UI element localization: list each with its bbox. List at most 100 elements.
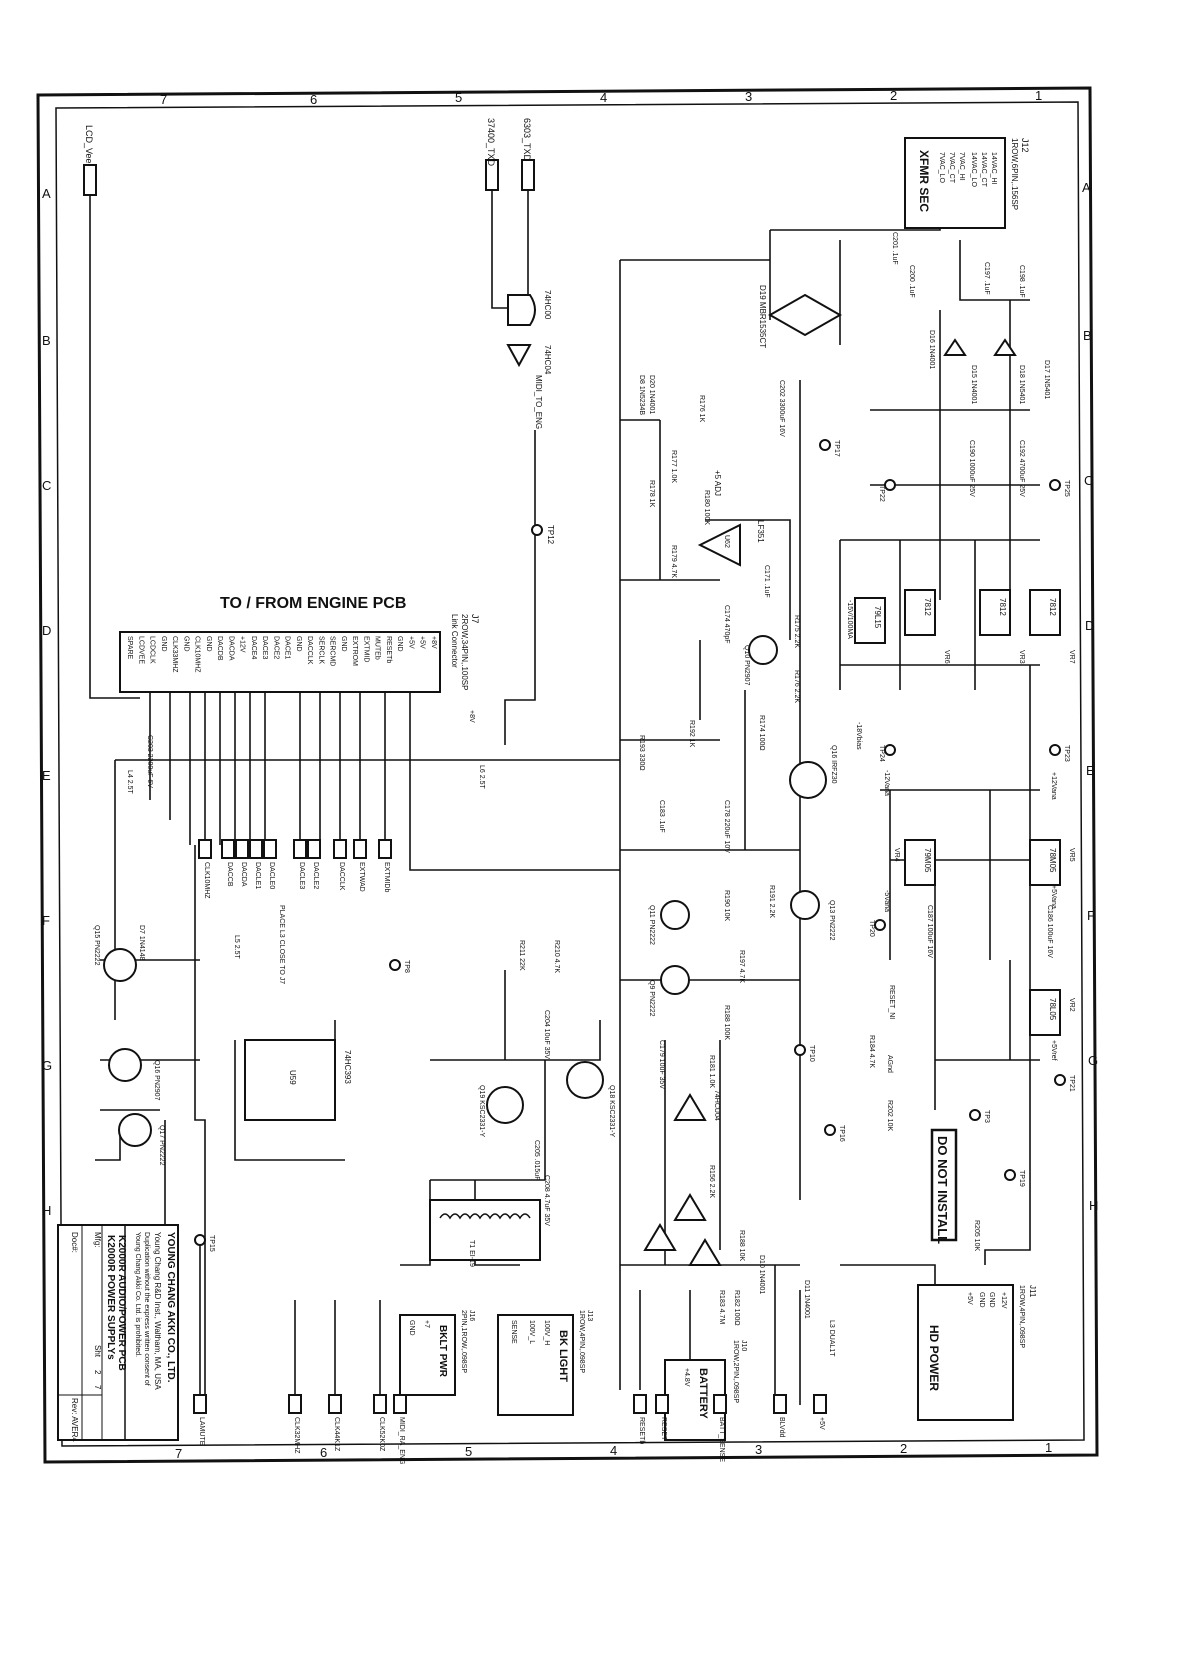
inductor-l6: L6 2.5T: [478, 765, 485, 789]
title-mfg-label: Mfg:: [93, 1232, 102, 1248]
zone-bottom-1: 1: [1045, 1440, 1052, 1455]
j7-pin-13: GND: [295, 636, 302, 652]
tp3-label: TP3: [983, 1110, 990, 1123]
testpoint-tp19: [1004, 1169, 1016, 1181]
offpage-top-group: LCD_Vee 37400_TXD 6303_TXD: [83, 118, 535, 196]
j13-ref: J13: [586, 1310, 593, 1321]
testpoint-tp23: [1049, 744, 1061, 756]
connector-j11: HD POWER +12V GND GND +5V J11 1ROW,4PIN,…: [917, 1284, 1037, 1421]
title-doc-label: Doc#:: [70, 1232, 79, 1253]
cap-c183: C183 .1uF: [658, 800, 665, 833]
mid-signal-label-2: DACCB: [226, 862, 233, 887]
zone-bottom-7: 7: [175, 1446, 182, 1461]
offpage-bottom-label-5: MIDI_RA_ENG: [398, 1417, 405, 1464]
testpoint-tp3: [969, 1109, 981, 1121]
mid-signal-label-4: DACLE1: [254, 862, 261, 889]
backlight-inverter: Q19 KSC2331-Y Q18 KSC2331-Y R211 22K R21…: [478, 940, 615, 1226]
mid-tag-10: [378, 839, 392, 859]
side-zone-letters: A B C D E F G H A B C D E F G H: [42, 180, 1098, 1218]
rail-plus5vref: +5Vref: [1050, 1040, 1057, 1061]
mid-tag-7: [307, 839, 321, 859]
q16-label: Q16 PN2907: [153, 1060, 160, 1101]
j12-body: [904, 137, 1006, 229]
j7-pin-25: GND: [160, 636, 167, 652]
j12-desc: 1ROW,6PIN,.156SP: [1010, 138, 1019, 210]
q19-label: Q19 KSC2331-Y: [478, 1085, 485, 1137]
zone-bottom-4: 4: [610, 1443, 617, 1458]
transistor-q11: [660, 900, 690, 930]
regulator-vr6: [904, 589, 936, 636]
reset-circuit: Q11 PN2222 Q9 PN2222 Q13 PN2222 R190 10K…: [648, 885, 1053, 1142]
tp22-label: TP22: [878, 485, 885, 502]
res-r176b: R176 2.2K: [793, 670, 800, 703]
mid-signal-label-8: DACCLK: [338, 862, 345, 891]
mid-signal-label-5: DACLE0: [268, 862, 275, 889]
j7-sub: Link Connector: [450, 614, 459, 668]
offpage-37400txd-tag: [485, 159, 499, 191]
diode-d8: D8 1N5234B: [638, 375, 645, 415]
t1-label: T1 EI-19: [468, 1240, 475, 1267]
j11-pin-2: GND: [988, 1292, 995, 1308]
vr2-part: 78L05: [1048, 998, 1057, 1021]
j7-pin-1: +8V: [430, 636, 437, 649]
res-r200: R205 10K: [973, 1220, 980, 1251]
q15-label: Q15 PN2222: [93, 925, 100, 966]
offpage-bottom-tag-8: [713, 1394, 727, 1414]
cap-c200: C200 .1uF: [908, 265, 915, 298]
top-zone-numbers: 7 6 5 4 3 2 1: [160, 88, 1042, 107]
offpage-bottom-tag-4: [373, 1394, 387, 1414]
inverter-u61-d: [688, 1238, 722, 1266]
j10-pin: +4.8V: [683, 1368, 690, 1387]
j11-pin-4: +5V: [966, 1292, 973, 1305]
vr3-part: 7812: [998, 598, 1007, 616]
tp21-label: TP21: [1068, 1075, 1075, 1092]
midi-to-eng-label: MIDI_TO_ENG: [534, 375, 543, 429]
j16-name: BKLT PWR: [437, 1325, 448, 1378]
j16-pin-2: GND: [408, 1320, 415, 1336]
testpoint-tp16: [824, 1124, 836, 1136]
mid-tag-1: [198, 839, 212, 859]
res-r191: R191 2.2K: [768, 885, 775, 918]
tp17-label: TP17: [833, 440, 840, 457]
res-r179: R179 4.7K: [670, 545, 677, 578]
j12-pin-3: 7VAC_HI: [958, 152, 965, 181]
inverter-u61-b: [673, 1193, 707, 1221]
do-not-install-box: [930, 1128, 958, 1242]
u62-part: LF351: [756, 520, 765, 543]
regulator-vr4: [904, 839, 936, 886]
j12-pin-1: 7VAC_LO: [938, 152, 945, 184]
j12-ref: J12: [1020, 138, 1030, 153]
j7-pin-14: DACE1: [284, 636, 291, 659]
title-notice-1: Duplication without the express written …: [143, 1232, 150, 1386]
j13-pin-1: 100V_H: [543, 1320, 550, 1345]
title-board: K2000R AUDIO/POWER PCB: [116, 1235, 127, 1371]
zone-left-h: H: [42, 1203, 51, 1218]
j7-pin-12: DACCLK: [306, 636, 313, 665]
cap-c205: C205 .015uF: [533, 1140, 540, 1180]
inverter-chain-u61: 74HCU04 R156 2.2K R188 10K D10 1N4001 D1…: [643, 1090, 835, 1357]
tp20-label: TP20: [868, 920, 875, 937]
cap-c178: C178 220uF 10V: [723, 800, 730, 853]
u59-body: [244, 1039, 336, 1121]
transistor-q18: [566, 1061, 604, 1099]
mid-tag-5: [263, 839, 277, 859]
j7-pin-27: LCDVEE: [137, 636, 144, 664]
zone-right-a: A: [1082, 180, 1091, 195]
zone-left-g: G: [42, 1058, 52, 1073]
u59-part: 74HC393: [343, 1050, 352, 1084]
d19-label: D19 MBR1535CT: [758, 285, 767, 348]
j7-pin-23: GND: [182, 636, 189, 652]
diode-d7: D7 1N4148: [138, 925, 145, 961]
res-r192: R192 1K: [688, 720, 695, 748]
connector-j13: BK LIGHT 100V_H 100V_L SENSE J13 1ROW,4P…: [497, 1310, 593, 1416]
j11-name: HD POWER: [927, 1325, 941, 1391]
res-r183: R183 4.7M: [718, 1290, 725, 1324]
j7-pin-6: MUTEb: [374, 636, 381, 660]
tp12-label: TP12: [546, 525, 555, 545]
res-r184: R184 4.7K: [868, 1035, 875, 1068]
j7-pin-16: DACE3: [261, 636, 268, 659]
zone-top-2: 2: [890, 88, 897, 103]
testpoint-tp15: [194, 1234, 206, 1246]
